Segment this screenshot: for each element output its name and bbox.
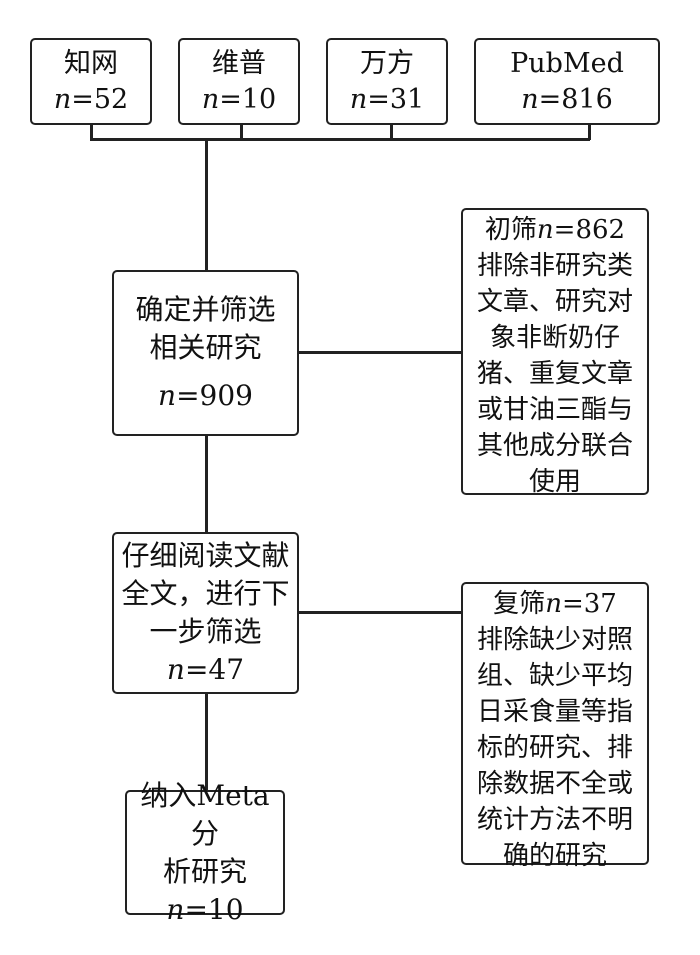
connector-source-3 [390, 123, 393, 140]
exclusion-line: 确的研究 [502, 841, 607, 871]
exclusion-line: 排除非研究类 [476, 251, 633, 281]
step-count: n=10 [166, 892, 244, 926]
source-count: n=816 [521, 83, 613, 115]
connector-trunk [205, 140, 208, 800]
exclusion-line: 其他成分联合 [476, 431, 633, 461]
step-label-line: 析研究 [162, 854, 247, 888]
connector-source-2 [240, 123, 243, 140]
exclusion-line: 排除缺少对照 [476, 625, 633, 655]
step-box-included: 纳入Meta分 析研究 n=10 [125, 779, 285, 926]
step-label-line: 全文，进行下 [121, 577, 290, 610]
step-label-line: 一步筛选 [149, 615, 262, 648]
exclusion-title: 初筛n=862 [484, 215, 626, 245]
source-count: n=31 [349, 83, 425, 115]
step-box-fulltext: 仔细阅读文献 全文，进行下 一步筛选 n=47 [112, 532, 299, 694]
exclusion-box-secondary: 复筛n=37 排除缺少对照 组、缺少平均 日采食量等指 标的研究、排 除数据不全… [461, 582, 649, 871]
exclusion-line: 组、缺少平均 [476, 661, 633, 691]
exclusion-line: 除数据不全或 [476, 769, 633, 799]
step-label-line: 仔细阅读文献 [121, 539, 290, 572]
step-label-line: 纳入Meta分 [140, 778, 270, 850]
step-label-line: 确定并筛选 [135, 293, 276, 326]
connector-source-1 [90, 123, 93, 140]
source-box-wanfang: 万方 n=31 [326, 38, 448, 125]
exclusion-line: 文章、研究对 [476, 287, 633, 317]
exclusion-box-initial: 初筛n=862 排除非研究类 文章、研究对 象非断奶仔 猪、重复文章 或甘油三酯… [461, 208, 649, 497]
connector-bus [90, 138, 590, 141]
exclusion-title: 复筛n=37 [493, 589, 617, 619]
step-count: n=47 [166, 653, 245, 686]
step-count: n=909 [158, 379, 253, 412]
exclusion-line: 日采食量等指 [476, 697, 633, 727]
step-label-line: 相关研究 [149, 331, 262, 364]
connector-exclusion-2 [298, 611, 463, 614]
exclusion-line: 使用 [528, 467, 581, 497]
source-box-vip: 维普 n=10 [178, 38, 300, 125]
source-count: n=52 [53, 83, 129, 115]
connector-exclusion-1 [298, 351, 463, 354]
step-box-screen: 确定并筛选 相关研究 n=909 [112, 270, 299, 436]
source-label: 知网 [64, 47, 118, 79]
exclusion-line: 猪、重复文章 [476, 359, 633, 389]
source-box-cnki: 知网 n=52 [30, 38, 152, 125]
exclusion-line: 标的研究、排 [476, 733, 633, 763]
source-box-pubmed: PubMed n=816 [474, 38, 660, 125]
exclusion-line: 统计方法不明 [476, 805, 633, 835]
source-label: PubMed [510, 47, 624, 79]
source-label: 万方 [360, 47, 414, 79]
source-label: 维普 [212, 47, 266, 79]
source-count: n=10 [201, 83, 277, 115]
exclusion-line: 象非断奶仔 [489, 323, 620, 353]
connector-source-4 [588, 123, 591, 140]
exclusion-line: 或甘油三酯与 [476, 395, 633, 425]
